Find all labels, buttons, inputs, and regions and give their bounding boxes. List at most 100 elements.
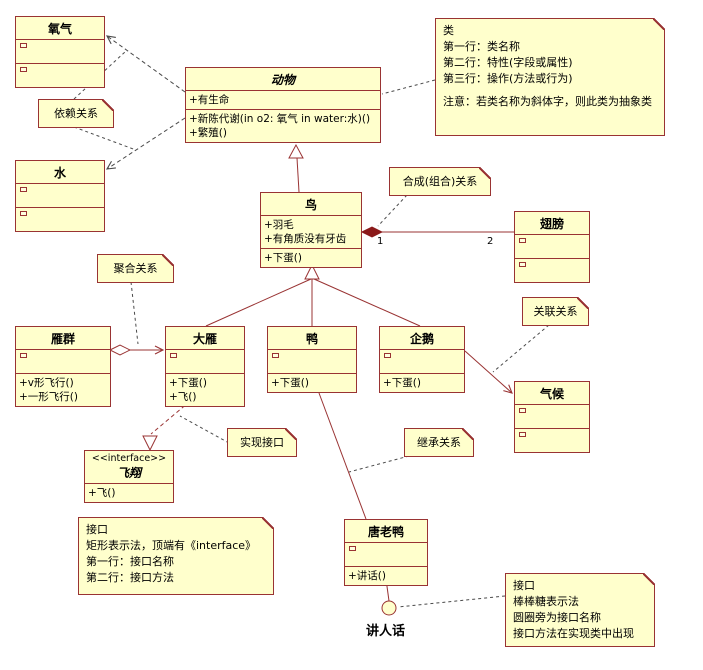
note-fold-icon [577,297,589,309]
aggregation-diamond-icon [108,344,132,356]
operation: +飞() [169,391,197,403]
class-name: 唐老鸭 [367,525,404,539]
attributes-compartment [515,404,589,428]
operations-compartment: +讲话() [345,566,427,585]
attribute: +有生命 [189,94,230,106]
note-connector-composition [377,194,408,227]
note-connector-aggregation [130,281,139,345]
dependency-animal-oxygen [106,35,186,93]
note-text: 注意：若类名称为斜体字，则此类为抽象类 [443,95,652,108]
class-name: 动物 [270,73,295,87]
lollipop-interface-icon [381,600,397,616]
class-animal: 动物 +有生命 +新陈代谢(in o2: 氧气 in water:水)() +繁… [185,67,381,143]
note-text: 第二行：接口方法 [86,571,174,584]
operations-compartment: +下蛋() [380,373,464,392]
operations-compartment [16,207,104,231]
interface-name: 飞翔 [116,466,141,480]
attributes-compartment [515,234,589,258]
class-wild-goose: 大雁 +下蛋() +飞() [165,326,245,407]
operations-compartment [515,258,589,282]
operation-placeholder-icon [20,67,27,72]
generalization-arrow-bird [304,263,320,280]
note-connector-inheritance [348,455,410,473]
note-inheritance: 继承关系 [404,428,474,457]
note-fold-icon [462,428,474,440]
note-text: 关联关系 [533,304,578,318]
attributes-compartment [166,349,244,373]
operation: +讲话() [348,570,386,582]
attribute-placeholder-icon [519,238,526,243]
note-realization: 实现接口 [227,428,297,457]
class-duck: 鸭 +下蛋() [267,326,357,393]
multiplicity-label-1: 1 [377,236,384,247]
attributes-compartment [380,349,464,373]
attributes-compartment [16,39,104,63]
note-composition: 合成(组合)关系 [389,167,491,196]
attributes-compartment [16,183,104,207]
lollipop-interface-label: 讲人话 [366,624,406,639]
note-fold-icon [162,254,174,266]
attribute-placeholder-icon [20,43,27,48]
attribute: +有角质没有牙齿 [264,233,347,245]
attributes-compartment [16,349,110,373]
operation: +下蛋() [264,252,302,264]
note-text: 第二行：特性(字段或属性) [443,56,573,69]
note-text: 依赖关系 [54,106,98,120]
note-dependency: 依赖关系 [38,99,114,128]
class-name: 鸭 [305,332,318,346]
note-interface-rectangle: 接口 矩形表示法，顶端有《interface》 第一行：接口名称 第二行：接口方… [78,517,274,595]
note-text: 聚合关系 [113,261,158,275]
operation: +下蛋() [383,377,421,389]
note-connector-lollipop [397,595,506,608]
class-climate: 气候 [514,381,590,453]
note-text: 矩形表示法，顶端有《interface》 [86,539,257,552]
attribute-placeholder-icon [384,353,391,358]
generalization-penguin-bird [313,278,421,327]
class-name: 雁群 [50,332,75,346]
operations-compartment [515,428,589,452]
operation: +繁殖() [189,127,227,139]
interface-fly: <<interface>> 飞翔 +飞() [84,450,174,503]
class-name: 水 [53,166,66,180]
class-wings: 翅膀 [514,211,590,283]
attribute-placeholder-icon [170,353,177,358]
generalization-wildgoose-bird [205,278,312,327]
operation: +新陈代谢(in o2: 氧气 in water:水)() [189,113,371,125]
operations-compartment: +飞() [85,483,173,502]
note-fold-icon [102,99,114,111]
interface-stereotype: <<interface>> [91,453,167,464]
attribute-placeholder-icon [519,408,526,413]
operation-placeholder-icon [519,262,526,267]
note-class-explanation: 类 第一行：类名称 第二行：特性(字段或属性) 第三行：操作(方法或行为) 注意… [435,18,665,136]
generalization-arrow-animal [288,143,304,159]
dependency-animal-water [105,117,186,170]
note-connector-class [381,79,436,95]
class-goose-flock: 雁群 +v形飞行() +一形飞行() [15,326,111,407]
note-fold-icon [479,167,491,179]
note-fold-icon [262,517,274,529]
note-fold-icon [643,573,655,585]
operation: +v形飞行() [19,377,74,389]
note-text: 圆圈旁为接口名称 [513,611,601,624]
note-text: 第三行：操作(方法或行为) [443,72,573,85]
note-connector-realization [179,415,230,444]
note-fold-icon [653,18,665,30]
note-interface-lollipop: 接口 棒棒糖表示法 圆圈旁为接口名称 接口方法在实现类中出现 [505,573,655,647]
note-fold-icon [285,428,297,440]
note-text: 接口 [513,579,535,592]
operations-compartment [16,63,104,87]
class-bird: 鸟 +羽毛 +有角质没有牙齿 +下蛋() [260,192,362,268]
composition-diamond-icon [360,226,384,238]
generalization-donald-duck [318,392,367,520]
note-text: 类 [443,24,454,37]
operation-placeholder-icon [519,432,526,437]
note-text [443,87,657,94]
note-text: 第一行：类名称 [443,40,520,53]
attributes-compartment [268,349,356,373]
attribute: +羽毛 [264,219,294,231]
association-penguin-climate [464,350,513,394]
attributes-compartment: +羽毛 +有角质没有牙齿 [261,215,361,248]
class-name: 翅膀 [539,217,564,231]
class-name: 鸟 [304,198,317,212]
